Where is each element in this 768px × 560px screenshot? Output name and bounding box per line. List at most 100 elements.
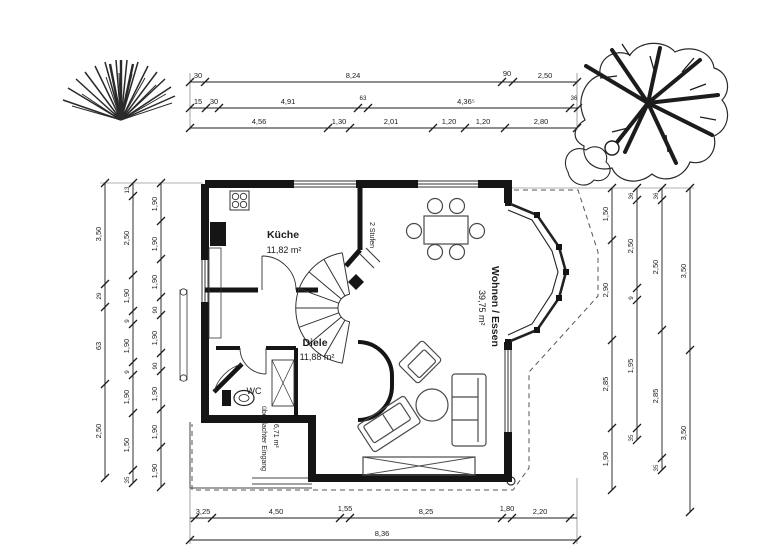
bay-window [505, 200, 569, 345]
tree-branches [584, 46, 720, 165]
dim-label: 9 [124, 319, 131, 323]
furniture [357, 197, 487, 476]
sideboard [362, 456, 476, 476]
dim-label: 1,90 [601, 452, 610, 467]
newel-post-icon [348, 274, 364, 290]
dining-chair [468, 222, 486, 240]
room-area-label: 11,88 m² [300, 352, 335, 362]
dim-label: 8,36 [375, 529, 390, 538]
dim-label: 35 [124, 476, 131, 483]
dim-label: 1,95 [626, 359, 635, 374]
dim-label: 1,90 [150, 197, 159, 212]
dining-chair [448, 197, 466, 215]
tree-twigs [599, 43, 717, 153]
dim-label: 4,36⁵ [457, 97, 475, 106]
shaft [271, 359, 295, 407]
left-dimension-labels: 3,50 29 63 2,50 13 2,50 1,90 9 1,90 9 1,… [94, 186, 159, 483]
dim-label: 36 [653, 192, 660, 199]
right-dimension-labels: 1,50 2,90 2,85 1,90 36 2,50 9 1,95 35 36… [601, 192, 688, 471]
spiral-stair [295, 247, 381, 364]
dim-label: 90 [503, 69, 511, 78]
dim-label: 63 [360, 95, 367, 102]
dim-label: 35 [628, 434, 635, 441]
tree-foliage-blob [564, 146, 611, 186]
dim-label: 9 [124, 370, 131, 374]
dim-label: 3,50 [679, 264, 688, 279]
interior-walls [205, 184, 394, 422]
dim-label: 1,50 [601, 207, 610, 222]
room-area-label: 11,82 m² [267, 245, 302, 255]
dim-label: 1,20 [442, 117, 457, 126]
dim-label: 2,50 [538, 71, 553, 80]
dim-label: 30 [194, 71, 202, 80]
coffee-table [415, 388, 449, 422]
dim-label: 1,90 [150, 387, 159, 402]
dim-label: 4,50 [269, 507, 284, 516]
dim-label: 29 [96, 292, 103, 299]
dim-label: 35 [653, 464, 660, 471]
dim-label: 1,90 [150, 237, 159, 252]
bottom-dimension-labels: 3,25 4,50 1,55 8,25 1,80 2,20 8,36 [196, 504, 548, 538]
dim-label: 30 [210, 97, 218, 106]
dim-label: 9 [628, 296, 635, 300]
kitchen-counter [208, 247, 222, 339]
dim-label: 90 [152, 306, 159, 313]
dim-label: 2,50 [626, 239, 635, 254]
building [179, 178, 569, 482]
dim-label: 36 [571, 95, 578, 102]
dining-chair [426, 243, 444, 261]
dim-label: 36 [628, 192, 635, 199]
dining-chair [448, 243, 466, 261]
deciduous-tree-icon-right [564, 42, 729, 186]
dim-label: 2,80 [534, 117, 549, 126]
dim-label: 63 [94, 342, 103, 350]
dim-label: 1,80 [500, 504, 515, 513]
door-swing [239, 255, 297, 375]
room-area-label: 6,71 m² [272, 424, 279, 448]
stairs-note: 2 Stufen [368, 222, 375, 248]
sink-unit [210, 222, 226, 246]
toilet-bowl [238, 394, 250, 402]
dim-label: 3,25 [196, 507, 211, 516]
porch-slab [189, 422, 312, 489]
dim-label: 1,90 [150, 331, 159, 346]
kitchen-fixtures [208, 190, 250, 339]
sofa-3seat [451, 373, 487, 447]
dim-label: 3,50 [94, 227, 103, 242]
dim-label: 8,24 [346, 71, 361, 80]
room-label: Wohnen / Essen [489, 266, 501, 347]
dim-label: 1,55 [338, 504, 353, 513]
dining-table [405, 197, 486, 261]
dim-label: 3,50 [679, 426, 688, 441]
dim-label: 4,56 [252, 117, 267, 126]
roof-overhang-outline [191, 189, 599, 491]
sofa-2seat [357, 395, 421, 453]
dim-label: 1,20 [476, 117, 491, 126]
wc-fixtures [222, 359, 295, 407]
left-dimension-chain [100, 178, 166, 492]
room-labels: Küche 11,82 m² Diele 11,88 m² WC Wohnen … [247, 222, 502, 471]
bottom-dimension-chain [185, 513, 582, 545]
dim-label: 13 [124, 186, 131, 193]
dim-label: 90 [152, 362, 159, 369]
tree-trunk [604, 140, 620, 156]
dim-label: 8,25 [419, 507, 434, 516]
cooktop-icon [229, 190, 250, 211]
dim-label: 2,20 [533, 507, 548, 516]
window [199, 178, 514, 432]
dim-label: 1,90 [150, 464, 159, 479]
witness-lines [100, 73, 694, 544]
dim-label: 1,90 [150, 425, 159, 440]
dim-label: 1,90 [122, 390, 131, 405]
facade-trellis [179, 288, 188, 382]
right-dimension-chain [607, 183, 695, 517]
dining-chair [405, 222, 423, 240]
dim-label: 1,50 [122, 438, 131, 453]
dim-label: 1,30 [332, 117, 347, 126]
dim-label: 4,91 [281, 97, 296, 106]
toilet-icon [233, 389, 255, 407]
armchair [398, 340, 442, 384]
deciduous-tree-icon-left [62, 59, 176, 121]
toilet-tank [222, 390, 231, 406]
